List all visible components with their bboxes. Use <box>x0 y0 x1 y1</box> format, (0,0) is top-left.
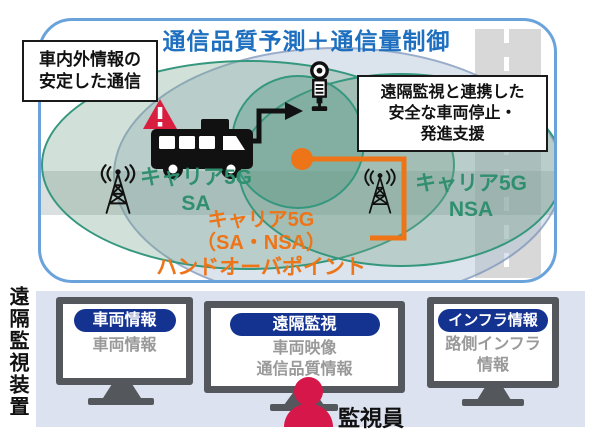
callout-left-line1: 車内外情報の <box>39 50 141 69</box>
screen-badge: 車両情報 <box>73 309 176 332</box>
handover-label-line3: ハンドオーバポイント <box>156 256 366 279</box>
screen-line: 車両映像 <box>272 340 337 357</box>
monitor-screen: 遠隔監視 車両映像 通信品質情報 <box>211 308 398 386</box>
monitor-remote-monitoring: 遠隔監視 車両映像 通信品質情報 <box>204 301 405 393</box>
monitor-screen: インフラ情報 路側インフラ 情報 <box>434 304 552 381</box>
monitor-screen: 車両情報 車両情報 <box>63 304 186 378</box>
cell-label-nsa-line2: NSA <box>448 198 494 221</box>
screen-line: 通信品質情報 <box>256 361 353 378</box>
monitor-stand-base <box>462 399 524 406</box>
callout-left-line2: 安定した通信 <box>39 72 141 91</box>
cell-label-sa-line2: SA <box>181 192 211 215</box>
monitor-infra-info: インフラ情報 路側インフラ 情報 <box>427 297 559 388</box>
screen-badge: 遠隔監視 <box>229 313 380 336</box>
roadside-unit-icon <box>310 61 329 112</box>
arrowhead-icon <box>285 102 303 120</box>
callout-remote-stop-support: 遠隔監視と連携した 安全な車両停止・ 発進支援 <box>357 75 548 152</box>
monitor-stand <box>477 388 511 400</box>
handover-label-line1: キャリア5G <box>207 209 315 231</box>
cell-label-nsa: キャリア5G NSA <box>406 171 536 223</box>
monitor-stand <box>103 385 141 398</box>
handover-label: キャリア5G （SA・NSA） ハンドオーバポイント <box>146 209 376 280</box>
monitor-stand-base <box>88 398 154 405</box>
callout-right-line3: 発進支援 <box>420 126 485 143</box>
cell-label-sa: キャリア5G SA <box>136 165 256 217</box>
cell-label-sa-line1: キャリア5G <box>139 166 252 189</box>
handover-callout-line <box>302 156 407 241</box>
callout-stable-communication: 車内外情報の 安定した通信 <box>22 40 158 102</box>
side-label-remote-monitoring-equipment: 遠隔監視装置 <box>6 286 28 418</box>
screen-line: 車両情報 <box>92 337 157 354</box>
cell-label-nsa-line1: キャリア5G <box>414 172 527 195</box>
operator-person-icon <box>294 377 323 406</box>
handover-label-line2: （SA・NSA） <box>195 232 326 254</box>
screen-badge: インフラ情報 <box>438 309 548 332</box>
callout-right-line1: 遠隔監視と連携した <box>380 84 525 101</box>
callout-right-line2: 安全な車両停止・ <box>388 105 517 122</box>
antenna-icon <box>100 164 136 214</box>
bus-icon <box>143 99 253 179</box>
handover-point-dot <box>291 148 313 170</box>
screen-line: 路側インフラ <box>445 336 541 353</box>
monitor-vehicle-info: 車両情報 車両情報 <box>56 297 193 385</box>
operator-label: 監視員 <box>338 406 405 431</box>
operator-person-icon <box>284 404 333 427</box>
antenna-icon <box>364 168 396 214</box>
screen-line: 情報 <box>476 357 509 374</box>
figure-title: 通信品質予測＋通信量制御 <box>162 28 451 54</box>
